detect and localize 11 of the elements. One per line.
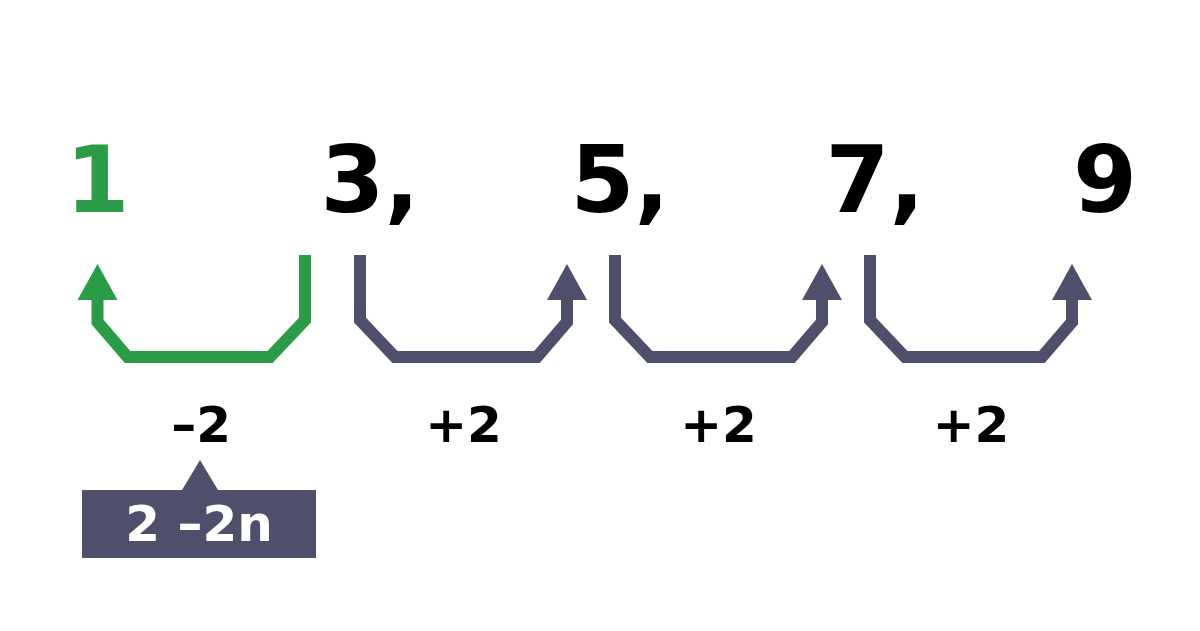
arrow bbox=[609, 255, 842, 363]
sequence-term: 9 bbox=[1060, 105, 1150, 255]
sequence-term: 3, bbox=[300, 105, 440, 255]
formula-text: 2 –2n bbox=[124, 494, 274, 555]
sequence-term: 1 bbox=[55, 105, 140, 255]
arrow bbox=[354, 255, 587, 363]
sequence-term: 5, bbox=[555, 105, 685, 255]
sequence-term: 7, bbox=[810, 105, 940, 255]
callout-box bbox=[82, 458, 316, 558]
arrow bbox=[864, 255, 1092, 363]
arrow bbox=[77, 255, 311, 363]
